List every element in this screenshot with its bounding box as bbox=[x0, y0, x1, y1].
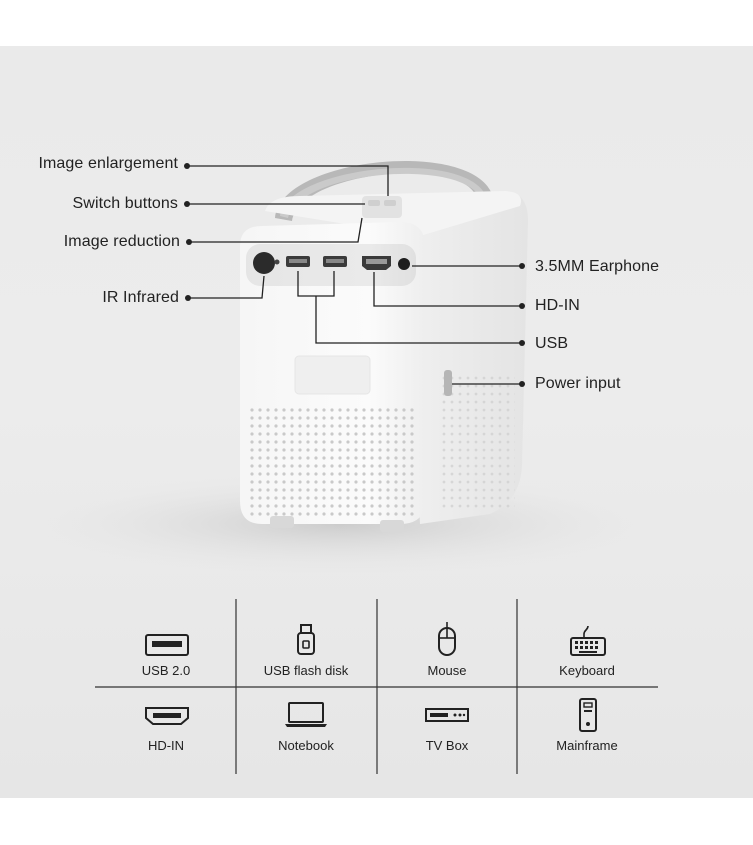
callout-image-enlargement: Image enlargement bbox=[38, 155, 178, 172]
device-label-keyboard: Keyboard bbox=[559, 663, 615, 678]
projector-illustration bbox=[20, 160, 660, 774]
device-label-mainframe: Mainframe bbox=[556, 738, 618, 753]
speaker-grill bbox=[248, 408, 418, 516]
usb-port-icon bbox=[145, 634, 189, 656]
device-label-notebook: Notebook bbox=[278, 738, 334, 753]
flash-drive-icon bbox=[297, 624, 315, 655]
callout-switch-buttons: Switch buttons bbox=[72, 195, 178, 212]
keyboard-icon bbox=[570, 626, 606, 656]
device-label-tv-box: TV Box bbox=[425, 738, 469, 753]
callout-ir-infrared: IR Infrared bbox=[102, 289, 179, 306]
device-label-hd-in: HD-IN bbox=[147, 738, 185, 753]
device-label-usb-2-0: USB 2.0 bbox=[141, 663, 191, 678]
mouse-icon bbox=[438, 622, 456, 656]
earphone-jack bbox=[398, 258, 410, 270]
device-label-usb-flash-disk: USB flash disk bbox=[263, 663, 349, 678]
callout-image-reduction: Image reduction bbox=[63, 233, 180, 250]
power-input-port bbox=[444, 370, 452, 396]
switch-buttons-cluster bbox=[362, 196, 402, 218]
callout-earphone: 3.5MM Earphone bbox=[535, 258, 660, 275]
callout-power-input: Power input bbox=[535, 375, 621, 392]
hdmi-port-icon bbox=[145, 707, 189, 725]
laptop-icon bbox=[285, 702, 327, 727]
callout-hd-in: HD-IN bbox=[535, 297, 580, 314]
device-label-mouse: Mouse bbox=[427, 663, 467, 678]
tv-box-icon bbox=[425, 708, 469, 722]
product-scene: Image enlargement Switch buttons Image r… bbox=[0, 46, 753, 798]
callout-usb: USB bbox=[535, 335, 569, 352]
pc-tower-icon bbox=[579, 698, 597, 732]
ir-receiver bbox=[253, 252, 275, 274]
